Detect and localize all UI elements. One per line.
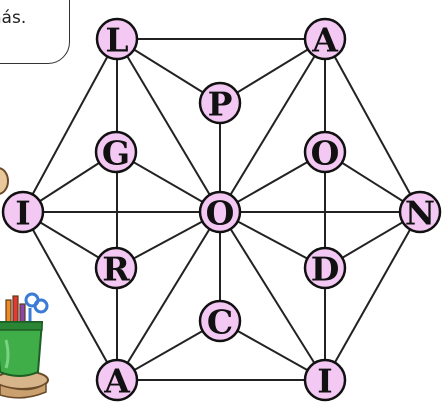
speech-bubble: l. más. — [0, 0, 70, 64]
letter-node-text: D — [311, 250, 340, 289]
letter-node-text: O — [311, 134, 340, 173]
letter-node-text: P — [208, 85, 233, 124]
letter-node-text: I — [317, 362, 332, 401]
letter-node-circle — [198, 190, 242, 234]
letter-node-text: I — [15, 194, 30, 233]
connection-line-top_left-center — [116, 38, 221, 213]
connection-line-top_right-right — [324, 38, 421, 213]
letter-node-circle — [94, 246, 138, 290]
letter-node-left[interactable]: I — [1, 190, 45, 234]
letter-node-top-left[interactable]: L — [95, 17, 139, 61]
pencil-cup-illustration — [0, 292, 49, 399]
letter-node-circle — [198, 299, 242, 343]
board-letter-nodes: L A P G O I O N R D C A I — [1, 17, 442, 402]
character-peek-illustration — [0, 167, 9, 195]
connection-line-bottom_left-left — [22, 211, 118, 381]
letter-node-circle — [95, 358, 139, 402]
letter-node-circle — [398, 190, 442, 234]
letter-node-text: R — [102, 250, 130, 289]
letter-node-circle — [303, 358, 347, 402]
letter-node-bottom-right[interactable]: I — [303, 358, 347, 402]
letter-node-center[interactable]: O — [198, 190, 242, 234]
letter-node-bottom-left[interactable]: A — [95, 358, 139, 402]
letter-node-lower-right[interactable]: D — [303, 246, 347, 290]
letter-node-upper-right[interactable]: O — [303, 130, 347, 174]
letter-node-text: O — [206, 194, 235, 233]
letter-node-text: C — [207, 303, 233, 342]
connection-line-right-bottom_right — [324, 211, 421, 381]
letter-node-text: G — [102, 134, 130, 173]
connection-line-left-top_left — [22, 38, 118, 213]
connection-line-bottom_left-center — [116, 211, 221, 381]
letter-node-circle — [303, 246, 347, 290]
letter-node-circle — [94, 130, 138, 174]
letter-node-circle — [303, 17, 347, 61]
letter-node-top-right[interactable]: A — [303, 17, 347, 61]
connection-line-top_right-center — [219, 38, 326, 213]
letter-node-lower-center[interactable]: C — [198, 299, 242, 343]
letter-node-text: L — [105, 21, 128, 60]
letter-node-circle — [198, 81, 242, 125]
letter-node-upper-center[interactable]: P — [198, 81, 242, 125]
letter-node-text: A — [103, 362, 130, 401]
speech-bubble-line-2: más. — [0, 8, 27, 28]
letter-node-circle — [95, 17, 139, 61]
letter-node-right[interactable]: N — [398, 190, 442, 234]
letter-node-text: N — [405, 194, 435, 233]
letter-node-text: A — [311, 21, 338, 60]
letter-node-lower-left[interactable]: R — [94, 246, 138, 290]
letter-node-circle — [303, 130, 347, 174]
connection-line-bottom_right-center — [219, 211, 326, 381]
letter-node-circle — [1, 190, 45, 234]
letter-node-upper-left[interactable]: G — [94, 130, 138, 174]
